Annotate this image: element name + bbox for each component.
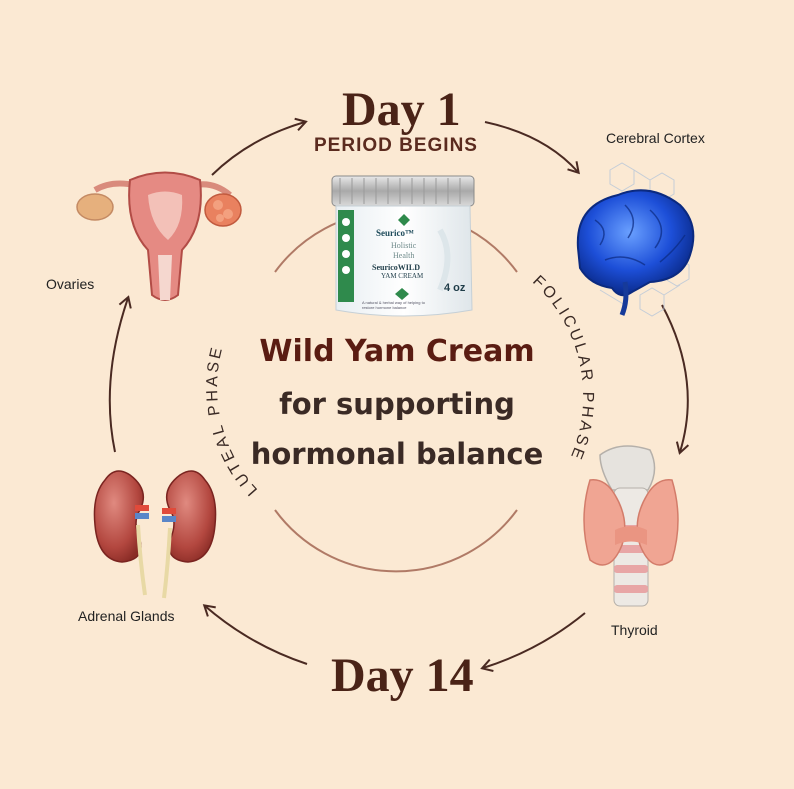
- organ-label-adrenal-glands: Adrenal Glands: [78, 608, 175, 624]
- day-end-title: Day 14: [331, 649, 474, 702]
- headline-line-2: for supporting: [279, 387, 515, 421]
- product-jar: [331, 175, 475, 317]
- inner-circle-bottom: [274, 509, 518, 573]
- adrenal-illustration: [93, 470, 217, 599]
- product-description: A natural & herbal way of helping to res…: [362, 300, 425, 310]
- arrow-day14-to-adrenal: [202, 604, 308, 665]
- organ-label-cerebral-cortex: Cerebral Cortex: [606, 130, 705, 146]
- headline-line-1: Wild Yam Cream: [259, 334, 535, 369]
- thyroid-illustration: [583, 445, 679, 607]
- arrow-thyroid-to-day14: [480, 612, 586, 672]
- day-start-title: Day 1: [342, 83, 461, 136]
- product-size: 4 oz: [444, 282, 466, 294]
- arrow-adrenal-to-ovaries: [108, 295, 132, 453]
- arrow-day1-to-brain: [484, 121, 580, 175]
- product-tagline-2: Health: [393, 251, 415, 260]
- product-tagline-1: Holistic: [391, 241, 417, 250]
- ovaries-illustration: [76, 171, 242, 301]
- organ-label-ovaries: Ovaries: [46, 276, 95, 292]
- product-name-2: YAM CREAM: [381, 272, 424, 280]
- product-brand: Seurico™: [376, 228, 414, 238]
- arrow-ovaries-to-day1: [211, 117, 308, 176]
- product-name-1: SeuricoWILD: [372, 263, 420, 272]
- brain-illustration: [576, 162, 695, 317]
- organ-label-thyroid: Thyroid: [611, 622, 658, 638]
- day-start-subtitle: PERIOD BEGINS: [314, 135, 478, 156]
- headline-line-3: hormonal balance: [250, 437, 544, 471]
- arrow-brain-to-thyroid: [661, 304, 690, 455]
